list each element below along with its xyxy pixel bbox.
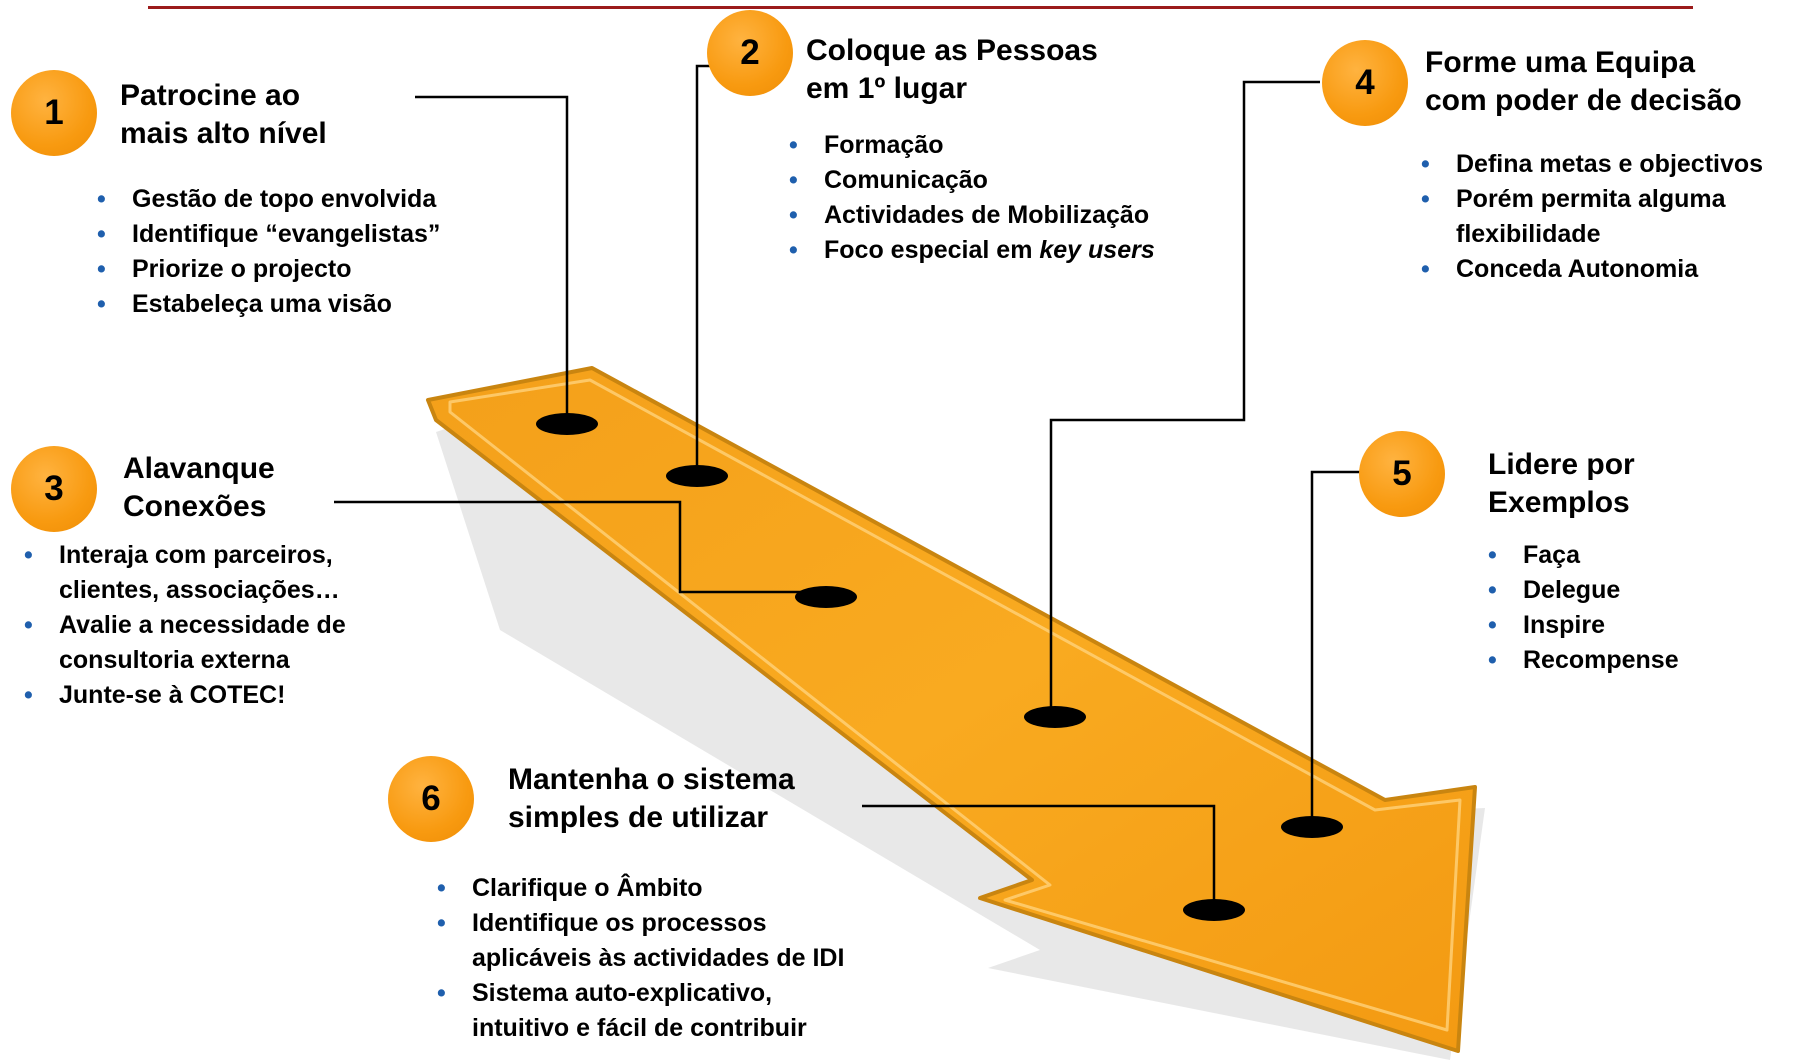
step-3-bullet: Junte-se à COTEC! bbox=[24, 678, 346, 713]
step-4-bullets: Defina metas e objectivos Porém permita … bbox=[1421, 147, 1763, 287]
top-rule bbox=[148, 6, 1693, 9]
step-2-bullet: Comunicação bbox=[789, 163, 1155, 198]
step-2-bullet: Formação bbox=[789, 128, 1155, 163]
anchor-dot-3 bbox=[795, 586, 857, 608]
connector-3 bbox=[334, 500, 826, 594]
step-5-title-line-2: Exemplos bbox=[1488, 486, 1630, 519]
anchor-dot-1 bbox=[536, 413, 598, 435]
step-6-bullet: Clarifique o Âmbito bbox=[437, 871, 844, 906]
step-4-title: Forme uma Equipa com poder de decisão bbox=[1425, 44, 1742, 120]
connector-lines bbox=[334, 64, 1362, 909]
step-1-title-line-2: mais alto nível bbox=[120, 117, 327, 150]
step-4-badge: 4 bbox=[1322, 40, 1408, 126]
step-5-title: Lidere por Exemplos bbox=[1488, 446, 1635, 522]
step-3-badge: 3 bbox=[11, 446, 97, 532]
step-5-badge: 5 bbox=[1359, 431, 1445, 517]
step-4-title-line-2: com poder de decisão bbox=[1425, 84, 1742, 117]
step-2-bullet: Actividades de Mobilização bbox=[789, 198, 1155, 233]
connector-4 bbox=[1049, 80, 1320, 715]
step-2-last-bullet-text: Foco especial em bbox=[824, 236, 1040, 264]
big-arrow-highlight bbox=[448, 378, 1462, 1032]
step-2-bullets: Formação Comunicação Actividades de Mobi… bbox=[789, 128, 1155, 268]
step-6-bullets: Clarifique o Âmbito Identifique os proce… bbox=[437, 871, 844, 1046]
step-1-title-line-1: Patrocine ao bbox=[120, 79, 301, 112]
step-6-badge: 6 bbox=[388, 756, 474, 842]
step-3-bullet-continuation: clientes, associações… bbox=[59, 576, 340, 604]
step-1-badge: 1 bbox=[11, 70, 97, 156]
connector-6 bbox=[862, 804, 1216, 909]
step-6-bullet: Identifique os processos bbox=[437, 906, 844, 941]
step-6-title: Mantenha o sistema simples de utilizar bbox=[508, 761, 795, 837]
anchor-dot-2 bbox=[666, 465, 728, 487]
step-3-bullet: Interaja com parceiros, bbox=[24, 538, 346, 573]
step-6-bullet-continuation: aplicáveis às actividades de IDI bbox=[472, 944, 845, 972]
step-2-title-line-1: Coloque as Pessoas bbox=[806, 34, 1098, 67]
step-3-bullets: Interaja com parceiros, clientes, associ… bbox=[24, 538, 346, 713]
step-2-last-bullet-italic: key users bbox=[1039, 236, 1155, 264]
step-3-title: Alavanque Conexões bbox=[123, 450, 275, 526]
step-5-bullets: Faça Delegue Inspire Recompense bbox=[1488, 538, 1679, 678]
connector-5 bbox=[1310, 470, 1362, 824]
step-6-title-line-2: simples de utilizar bbox=[508, 801, 769, 834]
step-2-badge: 2 bbox=[707, 10, 793, 96]
step-5-bullet: Inspire bbox=[1488, 608, 1679, 643]
anchor-dot-4 bbox=[1024, 706, 1086, 728]
step-5-title-line-1: Lidere por bbox=[1488, 448, 1635, 481]
step-4-bullet: Conceda Autonomia bbox=[1421, 252, 1763, 287]
step-5-bullet: Recompense bbox=[1488, 643, 1679, 678]
step-5-bullet: Delegue bbox=[1488, 573, 1679, 608]
step-4-bullet: Defina metas e objectivos bbox=[1421, 147, 1763, 182]
step-3-title-line-1: Alavanque bbox=[123, 452, 275, 485]
step-1-bullet: Identifique “evangelistas” bbox=[97, 217, 440, 252]
step-1-title: Patrocine ao mais alto nível bbox=[120, 77, 327, 153]
step-1-bullet: Estabeleça uma visão bbox=[97, 287, 440, 322]
step-4-bullet: Porém permita alguma bbox=[1421, 182, 1763, 217]
step-6-bullet-continuation: intuitivo e fácil de contribuir bbox=[472, 1014, 807, 1042]
step-6-title-line-1: Mantenha o sistema bbox=[508, 763, 795, 796]
step-3-title-line-2: Conexões bbox=[123, 490, 267, 523]
step-5-bullet: Faça bbox=[1488, 538, 1679, 573]
step-1-bullets: Gestão de topo envolvida Identifique “ev… bbox=[97, 182, 440, 322]
step-4-bullet-continuation: flexibilidade bbox=[1456, 220, 1601, 248]
step-1-bullet: Gestão de topo envolvida bbox=[97, 182, 440, 217]
step-2-bullet: Foco especial em key users bbox=[789, 233, 1155, 268]
step-4-title-line-1: Forme uma Equipa bbox=[1425, 46, 1696, 79]
step-3-bullet: Avalie a necessidade de bbox=[24, 608, 346, 643]
step-1-bullet: Priorize o projecto bbox=[97, 252, 440, 287]
step-6-bullet: Sistema auto-explicativo, bbox=[437, 976, 844, 1011]
connector-2 bbox=[695, 64, 712, 476]
step-3-bullet-continuation: consultoria externa bbox=[59, 646, 290, 674]
anchor-dots bbox=[536, 413, 1343, 921]
step-2-title: Coloque as Pessoas em 1º lugar bbox=[806, 32, 1098, 108]
step-2-title-line-2: em 1º lugar bbox=[806, 72, 968, 105]
anchor-dot-6 bbox=[1183, 899, 1245, 921]
connector-1 bbox=[415, 95, 569, 424]
anchor-dot-5 bbox=[1281, 816, 1343, 838]
